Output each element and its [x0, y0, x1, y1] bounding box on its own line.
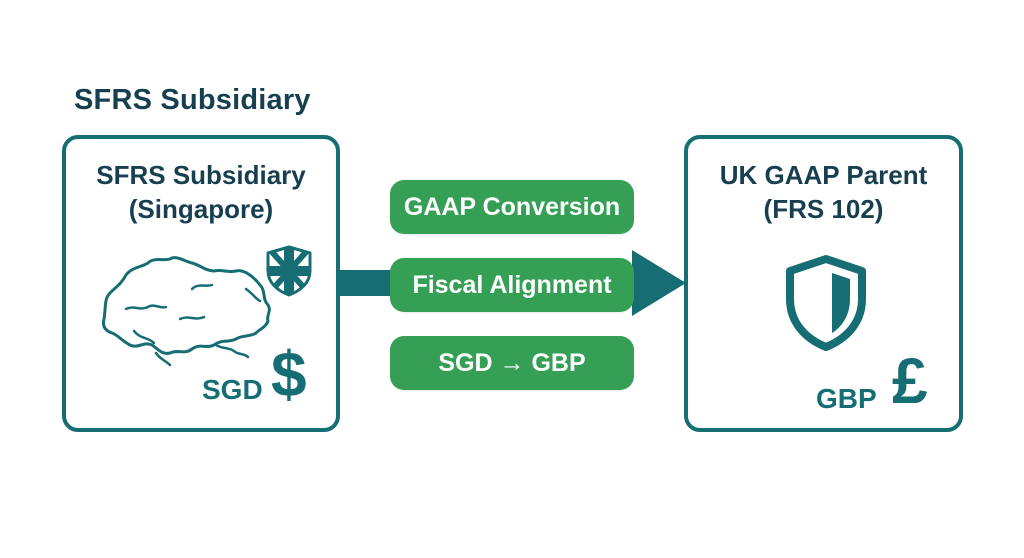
page-title: SFRS Subsidiary — [74, 84, 311, 116]
target-entity-panel: UK GAAP Parent (FRS 102) GBP £ — [684, 135, 963, 432]
target-title-line1: UK GAAP Parent — [719, 160, 928, 190]
dollar-sign-icon: $ — [271, 338, 307, 410]
source-title-line2: (Singapore) — [128, 194, 274, 224]
source-currency-code: SGD — [202, 374, 263, 405]
step-gaap-conversion: GAAP Conversion — [390, 180, 634, 234]
step-fiscal-alignment: Fiscal Alignment — [390, 258, 634, 312]
arrow-right-icon — [632, 250, 686, 316]
union-jack-shield-icon — [266, 245, 312, 297]
source-entity-panel: SFRS Subsidiary (Singapore) — [62, 135, 340, 432]
step-currency-conversion: SGD → GBP — [390, 336, 634, 390]
shield-icon — [786, 255, 866, 351]
target-title-line2: (FRS 102) — [763, 194, 884, 224]
target-currency-code: GBP — [816, 383, 877, 414]
pound-sign-icon: £ — [892, 345, 928, 417]
source-title-line1: SFRS Subsidiary — [96, 160, 306, 190]
singapore-map-icon — [102, 256, 271, 367]
